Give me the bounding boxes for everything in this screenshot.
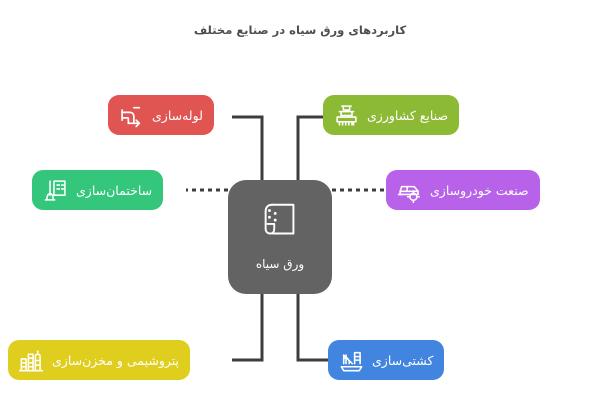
shipyard-crane-icon: [340, 351, 363, 371]
refinery-tank-icon: [19, 349, 44, 371]
node-petrochem[interactable]: پتروشیمی و مخزن‌سازی: [8, 340, 191, 380]
connector-pipe: [232, 115, 264, 180]
steel-sheet-roll-icon: [264, 203, 295, 235]
tractor-icon: [336, 104, 357, 126]
center-node[interactable]: ورق سیاه: [228, 180, 332, 294]
car-gear-icon: [397, 185, 421, 203]
building-hardhat-icon: [44, 179, 66, 201]
node-automotive-label: صنعت خودروسازی: [430, 182, 529, 198]
node-construction[interactable]: ساختمان‌سازی: [32, 170, 164, 210]
pipe-icon: [121, 106, 141, 127]
node-shipbuild-label: کشتی‌سازی: [372, 352, 434, 368]
node-automotive[interactable]: صنعت خودروسازی: [386, 170, 540, 210]
node-construction-label: ساختمان‌سازی: [76, 182, 153, 198]
page-title: کاربردهای ورق سیاه در صنایع مختلف: [193, 23, 407, 37]
node-pipe-label: لوله‌سازی: [152, 107, 203, 123]
node-agriculture-label: صنایع کشاورزی: [367, 107, 449, 123]
connector-petrochem: [232, 294, 264, 362]
center-node-label: ورق سیاه: [255, 257, 305, 271]
node-petrochem-label: پتروشیمی و مخزن‌سازی: [52, 352, 180, 368]
node-agriculture[interactable]: صنایع کشاورزی: [323, 95, 460, 135]
node-shipbuild[interactable]: کشتی‌سازی: [328, 340, 445, 380]
node-pipe[interactable]: لوله‌سازی: [108, 95, 214, 135]
connector-shipbuild: [296, 294, 328, 362]
connector-agriculture: [296, 115, 324, 180]
